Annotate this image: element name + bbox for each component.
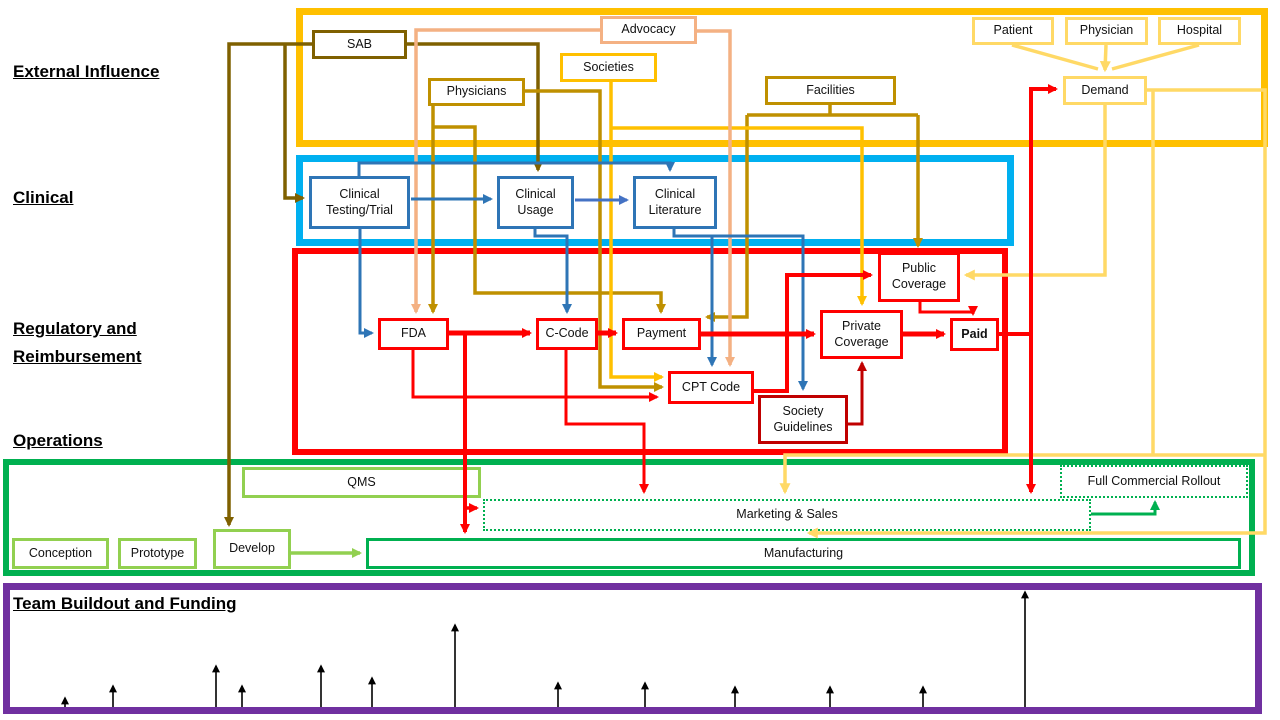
node-private-coverage: Private Coverage — [820, 310, 903, 359]
node-cpt-code: CPT Code — [668, 371, 754, 404]
lane-regulatory — [292, 248, 1008, 455]
wires-society-guidelines — [848, 361, 867, 426]
wires-clinical — [357, 161, 808, 391]
node-prototype: Prototype — [118, 538, 197, 569]
node-clinical-usage: Clinical Usage — [497, 176, 574, 229]
lane-title-clinical: Clinical — [13, 188, 74, 207]
node-societies: Societies — [560, 53, 657, 82]
lane-team-buildout — [3, 583, 1262, 714]
node-full-commercial-rollout: Full Commercial Rollout — [1060, 465, 1248, 498]
node-physicians: Physicians — [428, 78, 525, 106]
node-facilities: Facilities — [765, 76, 896, 105]
node-conception: Conception — [12, 538, 109, 569]
node-develop: Develop — [213, 529, 291, 569]
funding-arrows — [61, 590, 1029, 707]
node-marketing-sales: Marketing & Sales — [483, 499, 1091, 531]
lane-operations — [3, 459, 1255, 576]
lane-title-external-influence: External Influence — [13, 62, 160, 81]
lane-title-regulatory-line1: Regulatory and — [13, 319, 137, 338]
wires-operations — [291, 500, 1160, 558]
node-payment: Payment — [622, 318, 701, 350]
lane-title-regulatory-line2: Reimbursement — [13, 347, 142, 366]
node-fda: FDA — [378, 318, 449, 350]
wires-sab — [224, 42, 543, 527]
lane-title-regulatory: Regulatory and Reimbursement — [13, 315, 141, 371]
node-c-code: C-Code — [536, 318, 598, 350]
lane-title-operations: Operations — [13, 431, 103, 450]
node-advocacy: Advocacy — [600, 16, 697, 44]
wires-demand — [779, 43, 1267, 539]
node-public-coverage: Public Coverage — [878, 252, 960, 302]
node-hospital: Hospital — [1158, 17, 1241, 45]
wires-advocacy — [411, 28, 735, 367]
node-physician: Physician — [1065, 17, 1148, 45]
node-clinical-literature: Clinical Literature — [633, 176, 717, 229]
lane-title-team-buildout: Team Buildout and Funding — [13, 594, 237, 613]
wires-societies — [609, 81, 867, 382]
node-society-guidelines: Society Guidelines — [758, 395, 848, 444]
node-paid: Paid — [950, 318, 999, 351]
wires-physicians-facilities — [428, 89, 923, 392]
node-manufacturing: Manufacturing — [366, 538, 1241, 569]
node-clinical-testing: Clinical Testing/Trial — [309, 176, 410, 229]
wires-regulatory — [411, 84, 1058, 534]
lane-external-influence — [296, 8, 1268, 147]
node-demand: Demand — [1063, 76, 1147, 105]
node-qms: QMS — [242, 467, 481, 498]
